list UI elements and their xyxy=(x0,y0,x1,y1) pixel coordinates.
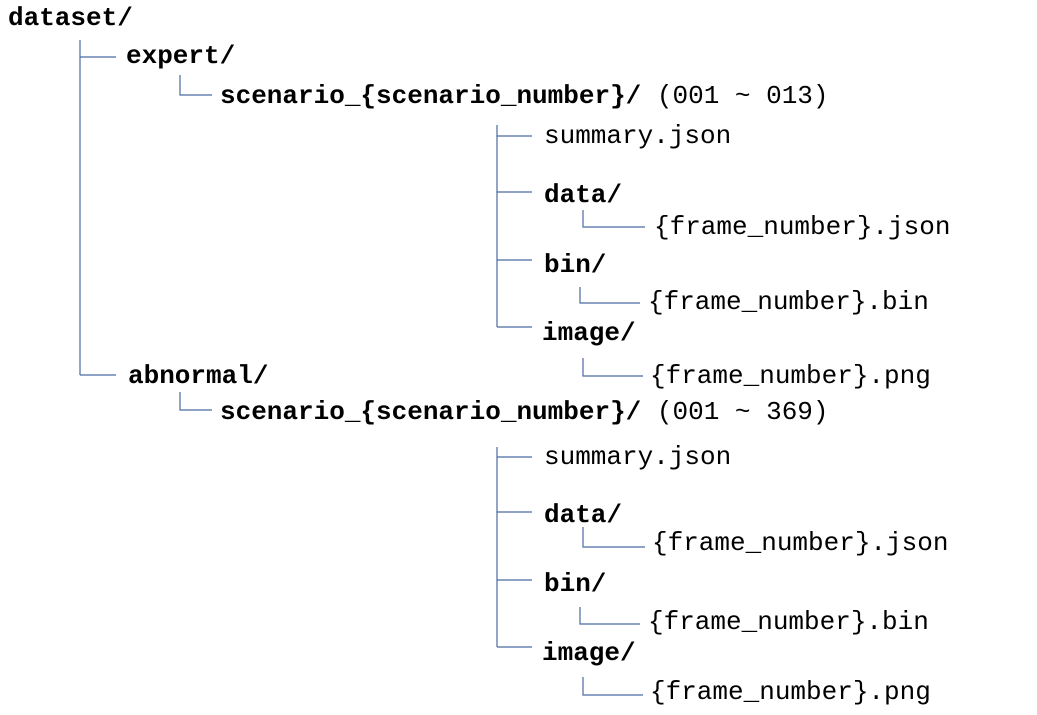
connector-expert-bin-file xyxy=(579,287,640,304)
abnormal-scenario-range: (001 ~ 369) xyxy=(641,397,829,427)
abnormal-scenario-folder: scenario_{scenario_number}/ xyxy=(220,397,642,427)
abnormal-image-folder: image/ xyxy=(542,638,636,668)
expert-image-folder: image/ xyxy=(542,318,636,348)
abnormal-bin-file: {frame_number}.bin xyxy=(648,607,929,637)
abnormal-scenario-line: scenario_{scenario_number}/ (001 ~ 369) xyxy=(220,397,829,427)
abnormal-folder: abnormal/ xyxy=(128,361,269,391)
abnormal-summary-file: summary.json xyxy=(544,442,732,472)
expert-bin-file: {frame_number}.bin xyxy=(648,287,929,317)
expert-scenario-line: scenario_{scenario_number}/ (001 ~ 013) xyxy=(220,81,829,111)
root-folder: dataset/ xyxy=(8,3,133,33)
connector-abnormal-scenario xyxy=(179,392,212,411)
connector-abnormal-bin-file xyxy=(579,607,640,625)
connector-expert-data-file xyxy=(582,210,645,228)
expert-data-folder: data/ xyxy=(544,180,623,210)
abnormal-image-file: {frame_number}.png xyxy=(650,677,931,707)
expert-summary-file: summary.json xyxy=(544,121,732,151)
expert-scenario-range: (001 ~ 013) xyxy=(641,81,829,111)
expert-image-file: {frame_number}.png xyxy=(650,361,931,391)
connector-expert-scenario xyxy=(179,75,212,96)
connector-abnormal-image-file xyxy=(582,677,643,696)
expert-scenario-folder: scenario_{scenario_number}/ xyxy=(220,81,642,111)
connector-expert-image-file xyxy=(582,358,643,377)
abnormal-bin-folder: bin/ xyxy=(544,569,607,599)
abnormal-data-file: {frame_number}.json xyxy=(652,528,949,558)
expert-data-file: {frame_number}.json xyxy=(654,212,951,242)
expert-bin-folder: bin/ xyxy=(544,250,607,280)
connector-abnormal-data-file xyxy=(582,527,645,548)
expert-folder: expert/ xyxy=(126,41,236,71)
abnormal-data-folder: data/ xyxy=(544,500,623,530)
